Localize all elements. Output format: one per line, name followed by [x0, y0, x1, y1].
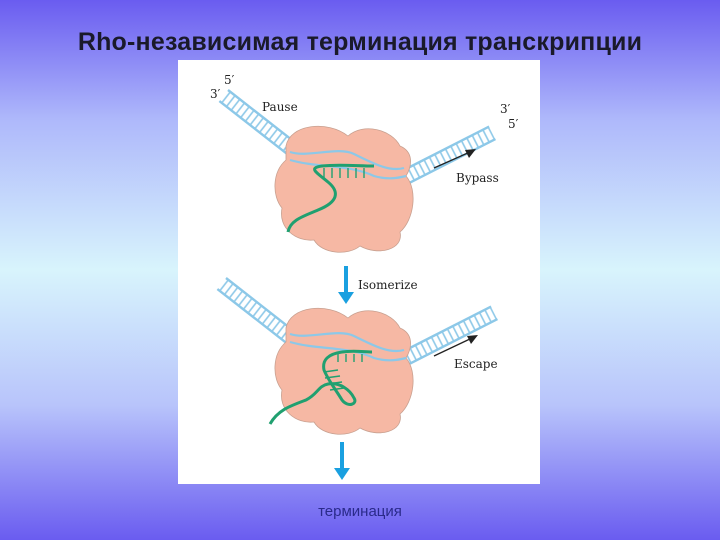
right-dna-duplex-bottom: [401, 305, 499, 366]
diagram-panel: 5′ 3′ Pause 3′ 5′ Bypass Isomerize: [178, 60, 540, 484]
left-dna-duplex: [218, 89, 300, 158]
dna-bubble-strand-top: [289, 150, 405, 171]
label-5prime-right: 5′: [508, 117, 519, 131]
label-3prime-right: 3′: [500, 102, 511, 116]
label-3prime-left: 3′: [210, 87, 221, 101]
bypass-arrow: [433, 149, 476, 169]
rna-dna-hybrid-top: [323, 168, 365, 178]
rna-transcript-top: [286, 163, 375, 233]
isomerize-label: Isomerize: [358, 278, 418, 292]
termination-diagram: 5′ 3′ Pause 3′ 5′ Bypass Isomerize: [210, 73, 519, 480]
top-complex: 5′ 3′ Pause 3′ 5′ Bypass: [210, 73, 519, 253]
bottom-complex: Escape: [216, 277, 499, 435]
termination-caption: терминация: [318, 503, 402, 520]
escape-arrow: [433, 335, 478, 357]
rna-dna-hybrid-bottom: [337, 354, 363, 362]
isomerize-arrow: [338, 266, 354, 304]
rna-hairpin-stem: [323, 369, 345, 391]
label-5prime-left: 5′: [224, 73, 235, 87]
termination-arrow: [334, 442, 350, 480]
rna-polymerase-top: [274, 125, 414, 253]
escape-label: Escape: [454, 357, 498, 371]
rna-polymerase-bottom: [274, 307, 414, 435]
pause-label: Pause: [262, 100, 298, 114]
rna-transcript-bottom: [268, 349, 373, 425]
slide-title: Rho-независимая терминация транскрипции: [77, 28, 643, 56]
bypass-label: Bypass: [456, 171, 499, 185]
right-dna-duplex: [399, 125, 497, 186]
